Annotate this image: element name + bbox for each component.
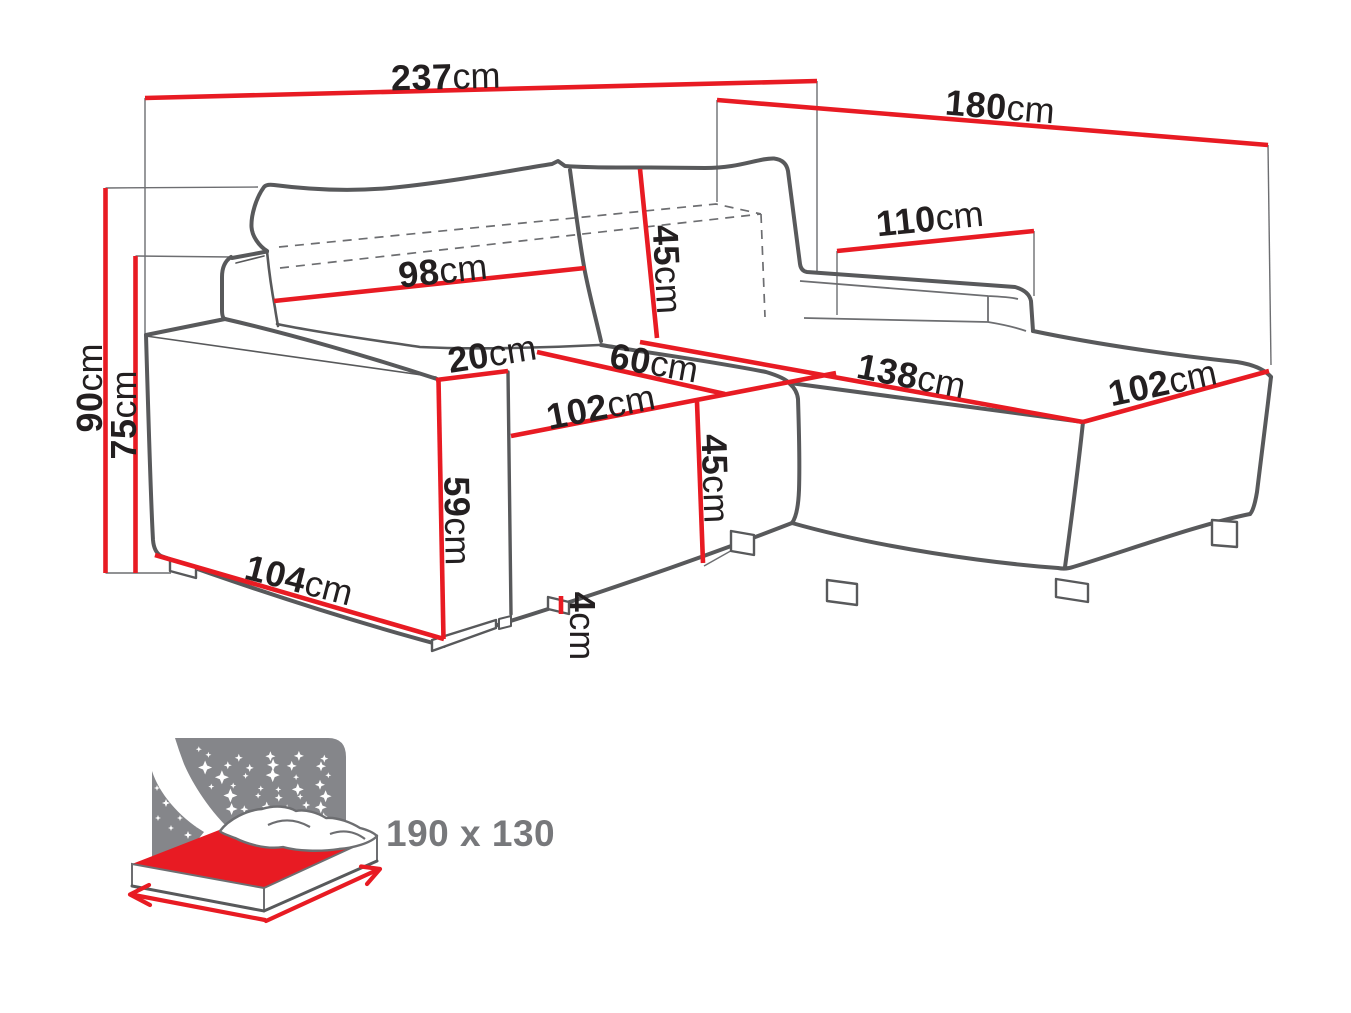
svg-text:237cm: 237cm — [390, 55, 501, 99]
svg-text:90cm: 90cm — [69, 343, 110, 432]
svg-text:102cm: 102cm — [543, 376, 658, 437]
svg-text:45cm: 45cm — [645, 224, 691, 315]
svg-text:98cm: 98cm — [396, 246, 489, 296]
svg-text:190 x 130: 190 x 130 — [386, 813, 555, 854]
svg-text:110cm: 110cm — [874, 193, 985, 245]
svg-text:180cm: 180cm — [944, 82, 1057, 132]
svg-text:60cm: 60cm — [607, 335, 702, 391]
svg-text:20cm: 20cm — [445, 326, 539, 380]
svg-text:45cm: 45cm — [693, 433, 737, 523]
svg-text:4cm: 4cm — [562, 592, 603, 661]
svg-text:59cm: 59cm — [436, 476, 479, 566]
svg-text:75cm: 75cm — [103, 370, 144, 459]
